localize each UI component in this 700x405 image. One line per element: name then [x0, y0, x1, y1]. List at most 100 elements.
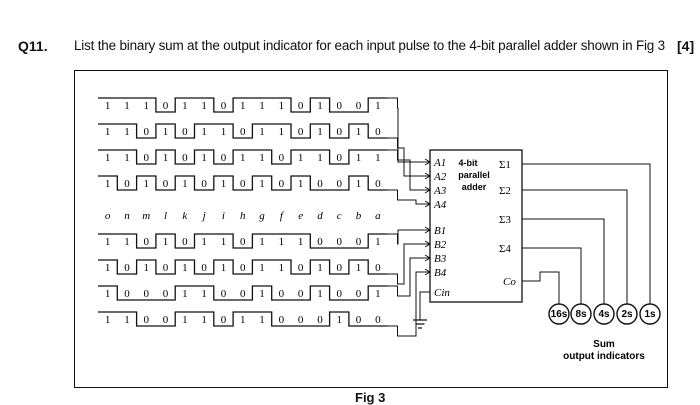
a2-row-bit: 1: [279, 126, 285, 138]
b4-wire: [387, 271, 430, 337]
figure-frame: [74, 70, 668, 388]
b2-row-bit: 1: [221, 262, 227, 274]
a3-row-bit: 0: [279, 152, 285, 164]
b4-row-bit: 0: [356, 314, 362, 326]
question-number: Q11.: [18, 38, 48, 54]
b4-row-bit: 1: [124, 314, 130, 326]
a4-row-bit: 1: [144, 178, 150, 190]
b4-row-bit: 0: [279, 314, 285, 326]
a3-row-waveform: [98, 149, 388, 165]
a1-row-bit: 1: [317, 100, 323, 112]
pulse-letter: n: [124, 210, 130, 222]
b2-row-bit: 1: [317, 262, 323, 274]
a3-row-bit: 1: [298, 152, 304, 164]
b2-row-bit: 1: [144, 262, 150, 274]
b4-row-bit: 1: [201, 314, 207, 326]
indicator-caption-output: output indicators: [563, 351, 645, 362]
question-marks: [4]: [677, 38, 695, 54]
port-b1: B1: [434, 225, 446, 237]
a2-row-bit: 0: [240, 126, 246, 138]
pulse-letter: o: [105, 210, 111, 222]
a4-row-bit: 1: [259, 178, 265, 190]
b1-row-bit: 1: [105, 236, 111, 248]
a1-row-bit: 0: [356, 100, 362, 112]
pulse-letter: g: [259, 210, 265, 222]
b4-row-bit: 0: [317, 314, 323, 326]
a2-row-bit: 0: [298, 126, 304, 138]
b2-row-bit: 1: [279, 262, 285, 274]
a4-row-bit: 0: [201, 178, 207, 190]
port-b2: B2: [434, 239, 447, 251]
b2-row-bit: 0: [375, 262, 381, 274]
port-cin: Cin: [434, 287, 450, 299]
pulse-letter: a: [375, 210, 381, 222]
port-a4: A4: [433, 199, 447, 211]
a4-row-bit: 1: [356, 178, 362, 190]
a2-row-bit: 1: [356, 126, 362, 138]
a2-row-bit: 1: [221, 126, 227, 138]
indicator-lamp-2s: [616, 303, 638, 325]
a2-row-bit: 0: [182, 126, 188, 138]
b2-row-bit: 0: [337, 262, 343, 274]
a3-row-bit: 0: [144, 152, 150, 164]
b4-row-bit: 0: [298, 314, 304, 326]
pulse-letter: h: [240, 210, 246, 222]
b1-row-bit: 1: [221, 236, 227, 248]
a3-row-bit: 0: [182, 152, 188, 164]
pulse-letter: m: [142, 210, 150, 222]
b4-row-bit: 1: [182, 314, 188, 326]
a4-wire: [387, 189, 430, 205]
a1-row-bit: 1: [375, 100, 381, 112]
a4-row-bit: 1: [221, 178, 227, 190]
a2-row-bit: 1: [105, 126, 111, 138]
b2-row-bit: 0: [298, 262, 304, 274]
port-b4: B4: [434, 267, 447, 279]
a4-row-bit: 0: [375, 178, 381, 190]
indicator-label: 8s: [575, 309, 587, 320]
b3-row-bit: 1: [375, 288, 381, 300]
pulse-letter: j: [201, 210, 206, 222]
b3-row-bit: 1: [259, 288, 265, 300]
a1-row-bit: 1: [279, 100, 285, 112]
b2-row-bit: 0: [201, 262, 207, 274]
b3-row-bit: 0: [279, 288, 285, 300]
a1-row-bit: 0: [298, 100, 304, 112]
sum2-line: [522, 189, 628, 304]
a1-wire: [387, 97, 430, 163]
b2-row-bit: 0: [240, 262, 246, 274]
b1-row-bit: 1: [259, 236, 265, 248]
figure-caption: Fig 3: [355, 390, 386, 405]
b2-row-bit: 1: [259, 262, 265, 274]
b3-row-bit: 0: [163, 288, 169, 300]
b1-row-bit: 1: [124, 236, 130, 248]
indicator-lamp-8s: [570, 303, 592, 325]
b2-row-bit: 0: [124, 262, 130, 274]
b1-row-bit: 0: [240, 236, 246, 248]
a3-row-bit: 1: [240, 152, 246, 164]
b4-row-bit: 0: [375, 314, 381, 326]
pulse-letter: l: [164, 210, 167, 222]
wiring: [387, 97, 651, 337]
b1-row-bit: 0: [144, 236, 150, 248]
indicator-label: 2s: [621, 309, 633, 320]
b4-row-waveform: [98, 311, 388, 327]
b1-row-bit: 1: [279, 236, 285, 248]
b4-row-bit: 1: [259, 314, 265, 326]
a3-row-bit: 0: [221, 152, 227, 164]
b2-row-bit: 1: [182, 262, 188, 274]
b3-row-bit: 0: [240, 288, 246, 300]
b4-row-bit: 1: [240, 314, 246, 326]
sum1-line: [522, 163, 651, 304]
a2-row-bit: 1: [201, 126, 207, 138]
b2-row-bit: 0: [163, 262, 169, 274]
b3-row-bit: 0: [337, 288, 343, 300]
port-b3: B3: [434, 253, 447, 265]
a3-row-bit: 1: [124, 152, 130, 164]
b4-row-bit: 0: [163, 314, 169, 326]
a3-row-bit: 1: [201, 152, 207, 164]
b3-row-bit: 0: [144, 288, 150, 300]
a2-row-bit: 1: [124, 126, 130, 138]
pulse-letter: e: [298, 210, 303, 222]
